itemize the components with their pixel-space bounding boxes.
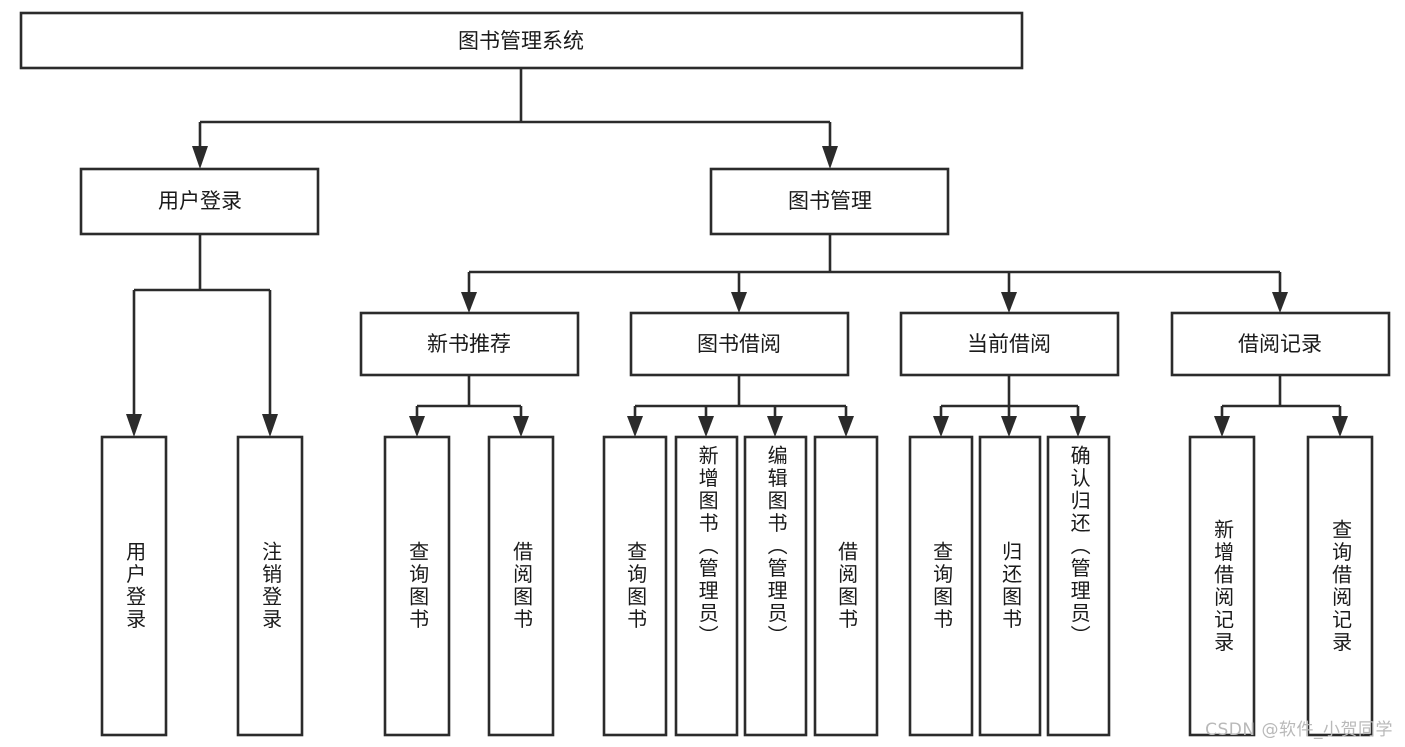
leaf-box-add-record[interactable] bbox=[1188, 435, 1256, 737]
node-box-current-borrow[interactable] bbox=[899, 311, 1120, 377]
leaf-box-user-login[interactable] bbox=[100, 435, 168, 737]
arrow-head-leaf-query-record bbox=[1332, 416, 1348, 437]
node-box-book-borrow[interactable] bbox=[629, 311, 850, 377]
connector-group-book-management bbox=[461, 234, 1288, 313]
arrow-head-borrow-record bbox=[1272, 292, 1288, 313]
node-box-book-management[interactable] bbox=[709, 167, 950, 236]
arrow-head-leaf-edit-book bbox=[767, 416, 783, 437]
node-box-borrow-record[interactable] bbox=[1170, 311, 1391, 377]
node-current-borrow[interactable]: 当前借阅 bbox=[899, 311, 1120, 377]
arrow-head-leaf-logout-login bbox=[262, 414, 278, 437]
leaf-box-add-book[interactable] bbox=[674, 435, 739, 737]
node-book-management[interactable]: 图书管理 bbox=[709, 167, 950, 236]
connector-group-borrow-record bbox=[1214, 375, 1348, 437]
arrow-head-leaf-query-book-1 bbox=[409, 416, 425, 437]
node-box-new-book-recommend[interactable] bbox=[359, 311, 580, 377]
arrow-head-leaf-confirm-return bbox=[1070, 416, 1086, 437]
node-user-login[interactable]: 用户登录 bbox=[79, 167, 320, 236]
arrow-head-book-management bbox=[822, 146, 838, 169]
watermark-text: CSDN @软件_小贺同学 bbox=[1205, 720, 1393, 740]
arrow-head-leaf-add-record bbox=[1214, 416, 1230, 437]
arrow-head-leaf-borrow-book-2 bbox=[838, 416, 854, 437]
node-label-book-borrow: 图书借阅 bbox=[697, 332, 781, 356]
leaf-box-query-book-2[interactable] bbox=[602, 435, 668, 737]
arrow-head-leaf-borrow-book-1 bbox=[513, 416, 529, 437]
leaf-box-query-book-3[interactable] bbox=[908, 435, 974, 737]
node-book-management-system[interactable]: 图书管理系统 bbox=[19, 11, 1024, 70]
node-label-book-management: 图书管理 bbox=[788, 189, 872, 213]
node-label-borrow-record: 借阅记录 bbox=[1238, 332, 1322, 356]
node-label-root: 图书管理系统 bbox=[458, 29, 584, 53]
arrow-head-leaf-user-login bbox=[126, 414, 142, 437]
arrow-head-leaf-add-book bbox=[698, 416, 714, 437]
leaf-box-query-book-1[interactable] bbox=[383, 435, 451, 737]
arrow-head-leaf-return-book bbox=[1001, 416, 1017, 437]
node-box-root[interactable] bbox=[19, 11, 1024, 70]
connector-group-root bbox=[192, 68, 838, 169]
node-borrow-record[interactable]: 借阅记录 bbox=[1170, 311, 1391, 377]
node-label-user-login: 用户登录 bbox=[158, 189, 242, 213]
leaf-box-return-book[interactable] bbox=[978, 435, 1042, 737]
arrow-head-current-borrow bbox=[1001, 292, 1017, 313]
leaf-box-confirm-return[interactable] bbox=[1046, 435, 1111, 737]
leaf-box-borrow-book-2[interactable] bbox=[813, 435, 879, 737]
node-new-book-recommend[interactable]: 新书推荐 bbox=[359, 311, 580, 377]
connector-group-user-login bbox=[126, 234, 278, 437]
leaf-box-logout-login[interactable] bbox=[236, 435, 304, 737]
leaf-box-query-record[interactable] bbox=[1306, 435, 1374, 737]
node-book-borrow[interactable]: 图书借阅 bbox=[629, 311, 850, 377]
arrow-head-leaf-query-book-2 bbox=[627, 416, 643, 437]
connector-group-new-book-recommend bbox=[409, 375, 529, 437]
connector-group-book-borrow bbox=[627, 375, 854, 437]
node-box-user-login[interactable] bbox=[79, 167, 320, 236]
arrow-head-book-borrow bbox=[731, 292, 747, 313]
leaf-box-borrow-book-1[interactable] bbox=[487, 435, 555, 737]
node-label-current-borrow: 当前借阅 bbox=[967, 332, 1051, 356]
arrow-head-new-book-recommend bbox=[461, 292, 477, 313]
leaf-box-edit-book[interactable] bbox=[743, 435, 808, 737]
node-label-new-book-recommend: 新书推荐 bbox=[427, 332, 511, 356]
arrow-head-user-login bbox=[192, 146, 208, 169]
arrow-head-leaf-query-book-3 bbox=[933, 416, 949, 437]
connector-group-current-borrow bbox=[933, 375, 1086, 437]
